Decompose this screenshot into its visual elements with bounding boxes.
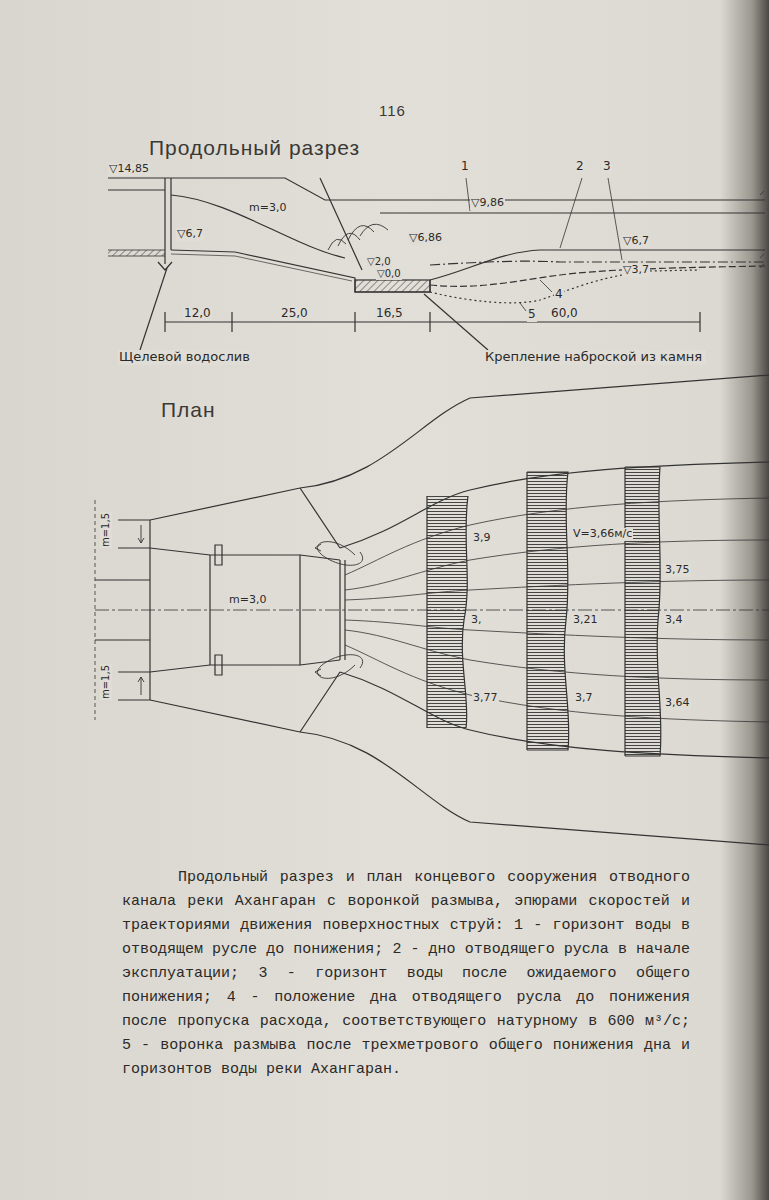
velocity-value: 3,21 — [572, 614, 599, 627]
velocity-value: 3,4 — [664, 614, 684, 627]
callout-number: 1 — [460, 160, 470, 174]
dimension: 60,0 — [550, 307, 579, 321]
callout-number: 3 — [602, 160, 612, 174]
velocity-value: 3,7 — [574, 692, 594, 705]
velocity-value: 3,9 — [472, 532, 492, 545]
slope-label: m=3,0 — [228, 594, 267, 607]
slope-label: m=3,0 — [248, 202, 287, 215]
elevation-mark: ▽3,7 — [622, 264, 650, 277]
part-name: Щелевой водослив — [118, 350, 251, 365]
dimension: 16,5 — [375, 307, 404, 321]
elevation-mark: ▽6,86 — [408, 232, 443, 245]
dimension: 25,0 — [280, 307, 309, 321]
elevation-mark: ▽2,0 — [366, 256, 392, 268]
page-number: 116 — [378, 102, 407, 119]
velocity-value: 3,75 — [664, 564, 691, 577]
section-heading: Продольный разрез — [148, 136, 361, 160]
slope-label: m=1,5 — [100, 664, 112, 700]
callout-number: 4 — [554, 288, 564, 302]
longitudinal-section — [108, 178, 765, 350]
slope-label: m=1,5 — [100, 512, 112, 548]
callout-number: 2 — [575, 160, 585, 174]
elevation-mark: ▽9,86 — [470, 197, 505, 210]
elevation-mark: ▽14,85 — [108, 163, 150, 176]
part-name: Крепление наброской из камня — [484, 350, 706, 365]
figure-caption: Продольный разрез и план концевого соору… — [122, 866, 690, 1082]
elevation-mark: ▽0,0 — [376, 268, 402, 280]
velocity-value: 3,77 — [472, 692, 499, 705]
velocity-value: 3,64 — [664, 697, 691, 710]
velocity-value: V=3,66м/с — [572, 528, 633, 541]
dimension: 12,0 — [183, 307, 212, 321]
velocity-value: 3, — [470, 614, 483, 627]
plan-view — [95, 375, 769, 845]
elevation-mark: ▽6,7 — [622, 235, 650, 248]
elevation-mark: ▽6,7 — [176, 228, 204, 241]
section-heading: План — [160, 398, 217, 422]
callout-number: 5 — [527, 308, 537, 322]
